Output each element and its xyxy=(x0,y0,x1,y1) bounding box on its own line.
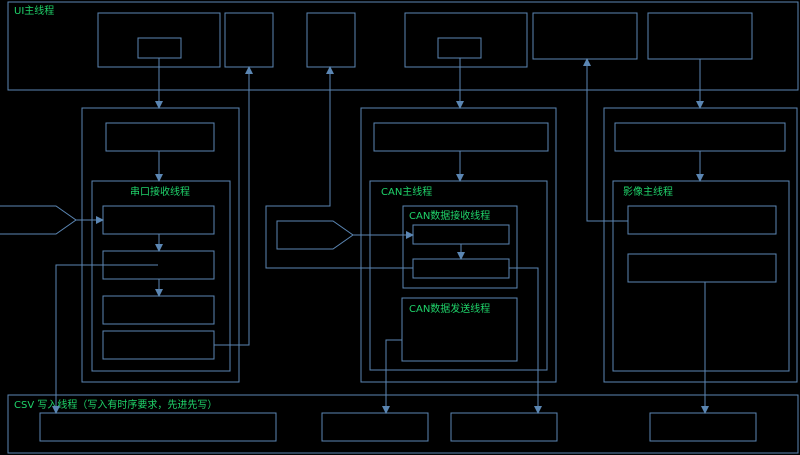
video-step-1 xyxy=(627,205,777,235)
can-rx-to-csv-arrow xyxy=(509,267,542,414)
csv-slot-video xyxy=(649,412,757,442)
can-input-port xyxy=(276,220,354,250)
serial-rx-thread-label: 串口接收线程 xyxy=(130,185,190,198)
can-rx-step-1 xyxy=(412,224,510,245)
ui-main-thread-label: UI主线程 xyxy=(14,4,54,17)
csv-writer-label: CSV 写入线程（写入有时序要求，先进先写） xyxy=(14,398,217,411)
can-rx-step-2 xyxy=(412,258,510,279)
csv-writer-band xyxy=(7,394,799,454)
video-step-2 xyxy=(627,253,777,283)
serial-top-block xyxy=(105,122,215,152)
can-main-thread-label: CAN主线程 xyxy=(381,185,432,198)
video-top-block xyxy=(614,122,786,152)
ui-block-4 xyxy=(404,12,528,68)
ui-block-1-inner xyxy=(137,37,182,59)
ui-block-2 xyxy=(224,12,274,68)
serial-step-4 xyxy=(102,330,215,360)
ui-block-5 xyxy=(532,12,638,60)
serial-step-3 xyxy=(102,295,215,325)
csv-slot-can-tx xyxy=(321,412,429,442)
video-main-thread xyxy=(612,180,790,372)
csv-slot-serial xyxy=(39,412,277,442)
can-section xyxy=(360,107,557,383)
can-tx-thread xyxy=(401,297,518,362)
ui-block-4-inner xyxy=(437,37,482,59)
ui-block-6 xyxy=(647,12,753,60)
serial-step-1 xyxy=(102,205,215,235)
can-to-ui-arrow xyxy=(265,66,413,269)
can-tx-thread-label: CAN数据发送线程 xyxy=(409,302,490,315)
can-tx-to-csv-arrow xyxy=(382,339,402,414)
ui-main-thread-band xyxy=(7,1,799,91)
video-section xyxy=(603,107,798,383)
serial-rx-thread xyxy=(91,180,231,372)
serial-input-port xyxy=(0,205,77,235)
can-rx-thread-label: CAN数据接收线程 xyxy=(409,209,490,222)
can-main-thread xyxy=(369,180,548,371)
can-top-block xyxy=(373,122,549,152)
serial-to-ui-arrow xyxy=(214,66,253,346)
serial-to-csv-arrow xyxy=(52,264,158,414)
can-rx-thread xyxy=(402,205,518,289)
video-main-thread-label: 影像主线程 xyxy=(623,185,673,198)
ui-block-3 xyxy=(306,12,356,68)
csv-slot-can-rx xyxy=(450,412,558,442)
video-to-ui-arrow xyxy=(583,58,628,222)
